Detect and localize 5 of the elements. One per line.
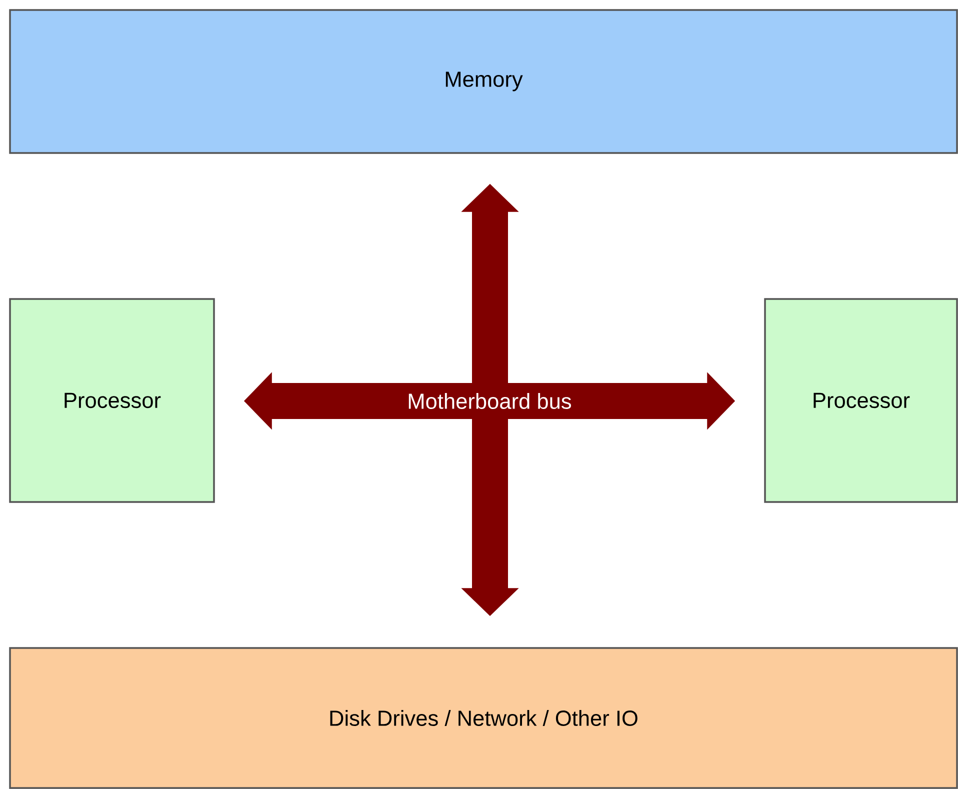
edge-label: Motherboard bus (404, 389, 576, 412)
io-box: Disk Drives / Network / Other IO (9, 647, 958, 789)
memory-box: Memory (9, 9, 958, 154)
processor-box: Processor (764, 298, 958, 503)
processor-box: Processor (9, 298, 215, 503)
